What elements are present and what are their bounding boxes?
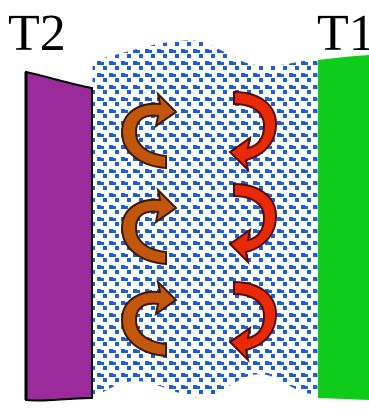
right-wall bbox=[318, 55, 369, 400]
left-wall bbox=[26, 72, 92, 401]
